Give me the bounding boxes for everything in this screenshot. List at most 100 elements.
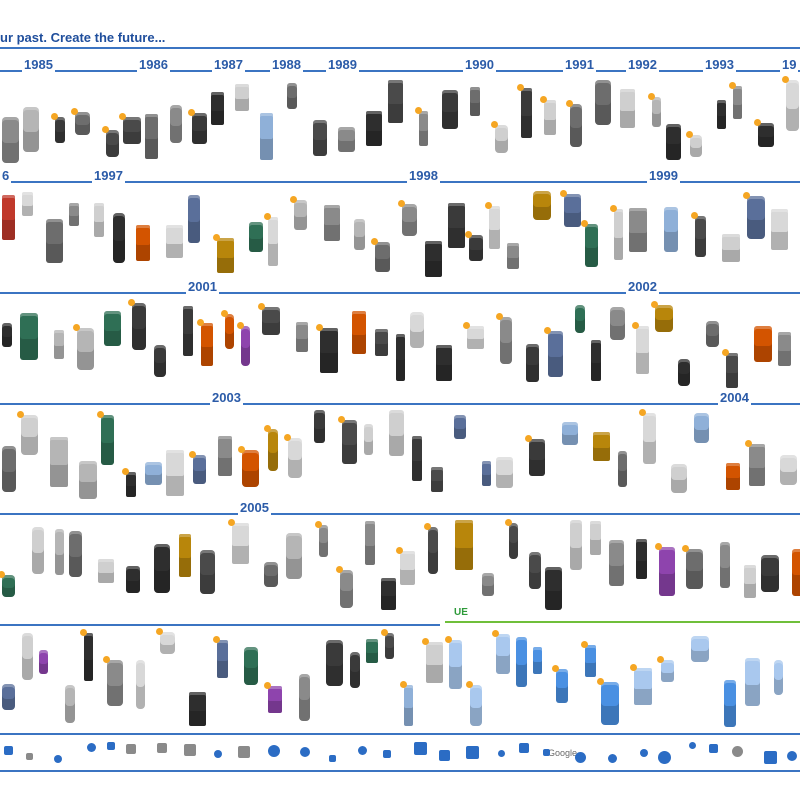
year-marker-dot (581, 641, 588, 648)
phone-thumbnail (294, 200, 307, 230)
year-marker-dot (686, 131, 693, 138)
future-label: UE (452, 606, 470, 620)
phone-thumbnail (104, 311, 121, 346)
phone-thumbnail (107, 660, 123, 706)
year-marker-dot (381, 629, 388, 636)
phone-thumbnail (754, 326, 772, 362)
phone-thumbnail (664, 207, 678, 252)
app-icon (214, 750, 222, 758)
year-marker-dot (525, 435, 532, 442)
phone-thumbnail (396, 334, 405, 381)
phone-thumbnail (350, 652, 360, 688)
phone-thumbnail (496, 634, 510, 674)
phone-thumbnail (509, 523, 518, 559)
phone-thumbnail (792, 549, 800, 596)
app-icon (658, 751, 671, 764)
year-marker-dot (398, 200, 405, 207)
phone-thumbnail (585, 224, 598, 267)
phone-thumbnail (366, 111, 382, 146)
year-label: 1986 (137, 57, 170, 72)
year-label: 1998 (407, 168, 440, 183)
phone-thumbnail (529, 552, 541, 589)
phone-thumbnail (46, 219, 63, 263)
phone-thumbnail (720, 542, 730, 588)
phone-thumbnail (314, 410, 325, 443)
year-marker-dot (338, 416, 345, 423)
phone-thumbnail (235, 84, 249, 111)
year-marker-dot (505, 519, 512, 526)
phone-thumbnail (744, 565, 756, 598)
phone-thumbnail (166, 225, 183, 258)
app-icon (709, 744, 718, 753)
phone-thumbnail (610, 307, 625, 340)
phone-thumbnail (375, 329, 388, 356)
phone-thumbnail (609, 540, 624, 586)
app-icon (439, 750, 450, 761)
phone-thumbnail (521, 88, 532, 138)
year-marker-dot (264, 213, 271, 220)
phone-thumbnail (595, 80, 611, 125)
row2-timeline-rule (0, 181, 800, 183)
year-marker-dot (466, 681, 473, 688)
phone-thumbnail (724, 680, 736, 727)
app-icon (543, 749, 550, 756)
phone-thumbnail (442, 90, 458, 129)
year-marker-dot (722, 349, 729, 356)
phone-thumbnail (389, 410, 404, 456)
app-icon (575, 752, 586, 763)
app-icon (689, 742, 696, 749)
year-label: 1989 (326, 57, 359, 72)
phone-thumbnail (170, 105, 182, 143)
phone-thumbnail (75, 112, 90, 135)
phone-thumbnail (2, 117, 19, 163)
phone-thumbnail (575, 305, 585, 333)
year-marker-dot (517, 84, 524, 91)
phone-thumbnail (154, 544, 170, 593)
phone-thumbnail (690, 135, 702, 157)
phone-thumbnail (419, 111, 428, 146)
phone-thumbnail (23, 107, 39, 152)
phone-thumbnail (548, 331, 563, 377)
phone-thumbnail (629, 208, 647, 252)
phone-thumbnail (529, 439, 545, 476)
row5-timeline-rule (0, 513, 800, 515)
phone-thumbnail (84, 633, 93, 681)
year-marker-dot (156, 628, 163, 635)
app-icon (764, 751, 777, 764)
phone-thumbnail (268, 217, 278, 266)
year-label: 1985 (22, 57, 55, 72)
year-marker-dot (743, 192, 750, 199)
phone-thumbnail (79, 461, 97, 499)
phone-thumbnail (352, 311, 366, 354)
phone-thumbnail (106, 130, 119, 157)
phone-thumbnail (678, 359, 690, 386)
phone-thumbnail (454, 415, 466, 439)
phone-thumbnail (268, 429, 278, 471)
year-label: 2003 (210, 390, 243, 405)
phone-thumbnail (614, 209, 623, 260)
phone-thumbnail (69, 203, 79, 226)
app-icon (184, 744, 196, 756)
phone-thumbnail (201, 323, 213, 366)
phone-thumbnail (507, 243, 519, 269)
phone-thumbnail (758, 123, 774, 147)
phone-thumbnail (2, 195, 15, 240)
phone-thumbnail (98, 559, 114, 583)
year-marker-dot (237, 322, 244, 329)
phone-thumbnail (544, 100, 556, 135)
google-label: Google (546, 746, 580, 760)
phone-thumbnail (145, 462, 162, 485)
year-marker-dot (540, 96, 547, 103)
year-marker-dot (415, 107, 422, 114)
year-marker-dot (657, 656, 664, 663)
phone-thumbnail (385, 633, 394, 659)
phone-thumbnail (691, 636, 709, 662)
year-marker-dot (197, 319, 204, 326)
phone-thumbnail (32, 527, 44, 574)
phone-thumbnail (69, 531, 82, 577)
phone-thumbnail (652, 97, 661, 127)
phone-thumbnail (54, 330, 64, 359)
phone-thumbnail (467, 326, 484, 349)
phone-thumbnail (749, 444, 765, 486)
year-marker-dot (639, 409, 646, 416)
